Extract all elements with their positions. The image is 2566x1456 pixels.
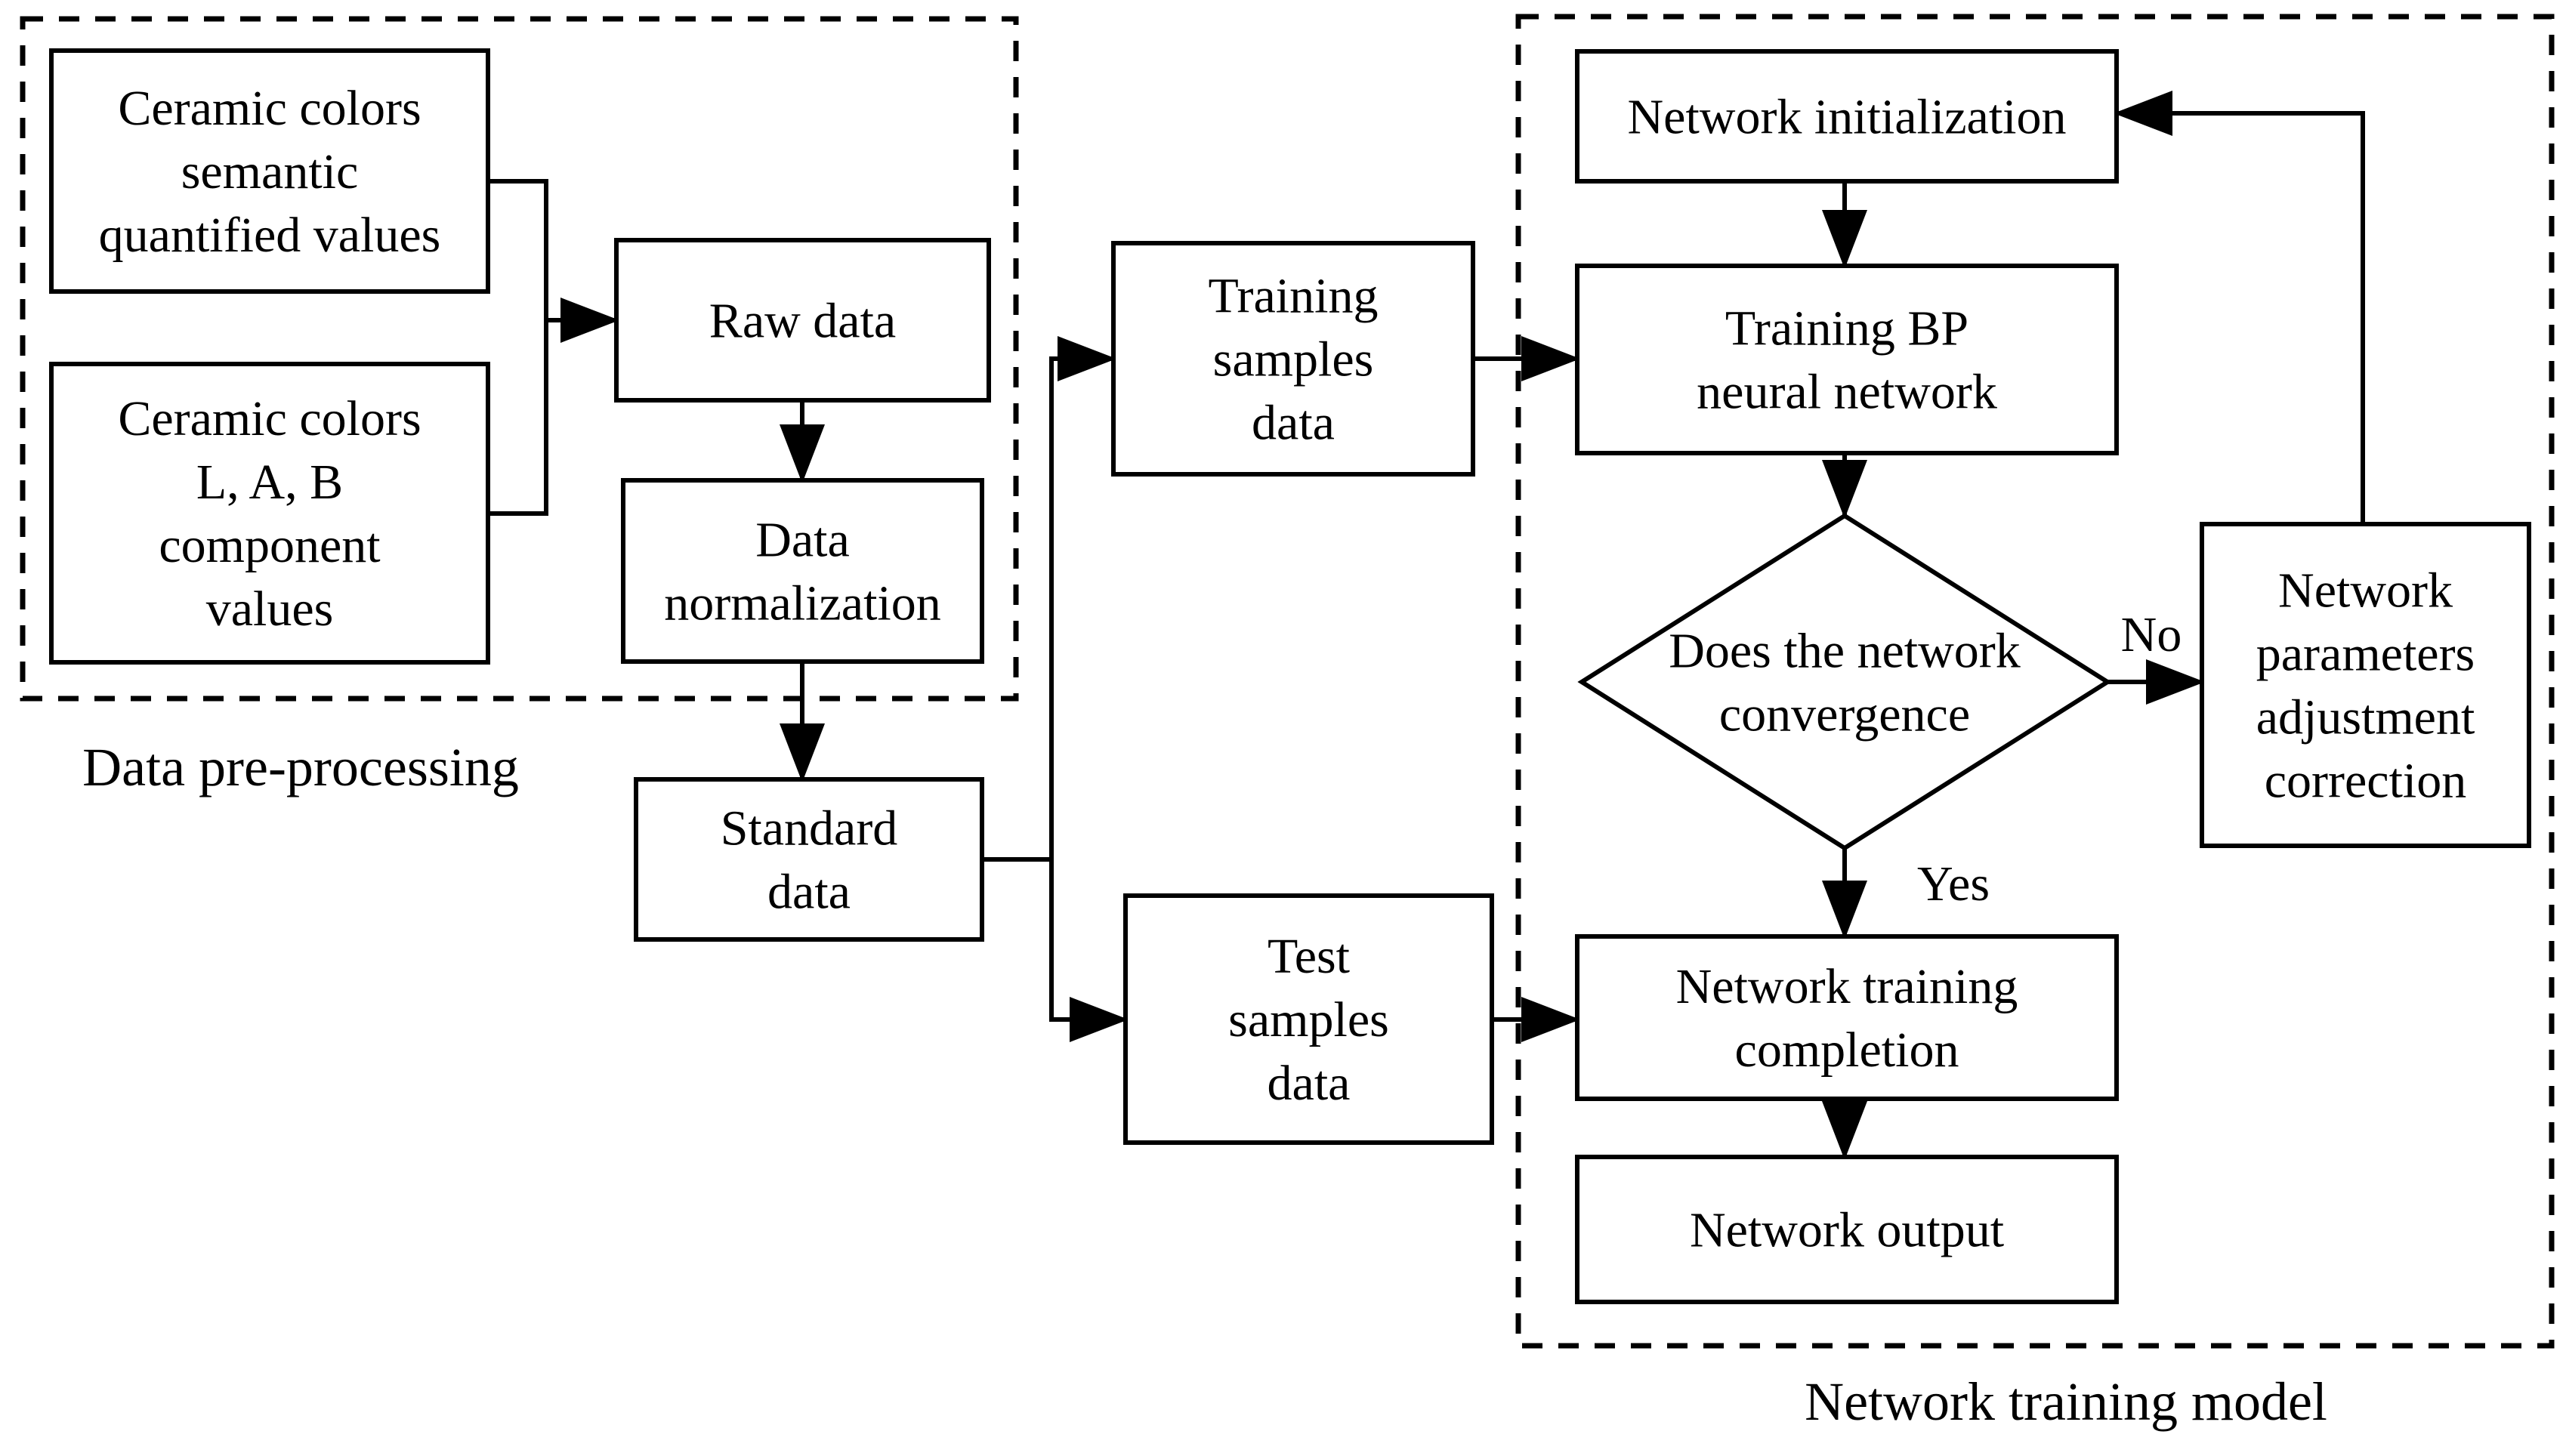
node-complete-shape xyxy=(1575,934,2119,1101)
node-bp: Training BP neural network xyxy=(1575,264,2119,455)
node-test: Test samples data xyxy=(1123,893,1494,1145)
node-lab-shape xyxy=(49,362,490,665)
node-train-line-2: data xyxy=(1252,395,1335,450)
node-init: Network initialization xyxy=(1575,49,2119,184)
node-conv-line-1: convergence xyxy=(1719,686,1970,742)
branch-label-no: No xyxy=(2121,607,2182,662)
container-pre: Data pre-processing xyxy=(20,16,1019,797)
node-raw-shape xyxy=(614,238,991,403)
node-complete: Network training completion xyxy=(1575,934,2119,1101)
edge-bracket-inputs xyxy=(488,179,548,516)
node-lab-line-3: values xyxy=(206,581,334,637)
node-norm-shape xyxy=(621,478,984,664)
node-norm: Data normalization xyxy=(621,478,984,664)
node-test-shape xyxy=(1123,893,1494,1145)
node-params-shape xyxy=(2200,522,2531,848)
node-semantic: Ceramic colors semantic quantified values xyxy=(49,48,490,294)
edge-params-feedback xyxy=(2114,91,2365,524)
edge-split-to-train xyxy=(1049,336,1116,859)
node-std: Standard data xyxy=(634,777,984,942)
node-lab-line-2: component xyxy=(159,518,380,573)
node-std-line-0: Standard xyxy=(721,800,898,856)
node-params: Network parameters adjustment correction xyxy=(2200,522,2531,848)
node-semantic-shape xyxy=(49,48,490,294)
node-out: Network output xyxy=(1575,1155,2119,1304)
node-bp-line-1: neural network xyxy=(1697,364,1997,419)
container-net-caption: Network training model xyxy=(1805,1371,2327,1432)
node-train: Training samples data xyxy=(1111,241,1475,477)
branch-label-yes: Yes xyxy=(1917,856,1990,912)
node-lab-line-1: L, A, B xyxy=(196,455,343,510)
node-params-line-2: adjustment xyxy=(2256,689,2475,745)
node-semantic-line-0: Ceramic colors xyxy=(118,81,421,136)
node-lab: Ceramic colors L, A, B component values xyxy=(49,362,490,665)
node-semantic-line-1: semantic xyxy=(181,144,359,199)
container-pre-caption: Data pre-processing xyxy=(82,737,519,797)
node-norm-line-0: Data xyxy=(755,512,850,567)
container-net: Network training model xyxy=(1515,14,2555,1432)
node-complete-line-0: Network training xyxy=(1676,959,2018,1014)
node-std-shape xyxy=(634,777,984,942)
node-conv-shape xyxy=(1577,513,2112,851)
node-norm-line-1: normalization xyxy=(664,575,941,631)
edge-split-to-test xyxy=(1049,859,1129,1042)
node-raw: Raw data xyxy=(614,238,991,403)
node-conv-line-0: Does the network xyxy=(1669,623,2021,678)
node-test-line-1: samples xyxy=(1228,992,1389,1047)
node-complete-line-1: completion xyxy=(1735,1023,1959,1078)
node-params-line-1: parameters xyxy=(2256,626,2475,681)
node-params-line-0: Network xyxy=(2278,563,2453,618)
node-semantic-line-2: quantified values xyxy=(99,208,441,263)
node-std-line-1: data xyxy=(767,864,851,919)
node-init-line-0: Network initialization xyxy=(1627,89,2066,144)
node-bp-shape xyxy=(1575,264,2119,455)
node-test-line-2: data xyxy=(1268,1056,1351,1111)
node-out-shape xyxy=(1575,1155,2119,1304)
node-train-line-0: Training xyxy=(1209,268,1379,323)
node-bp-line-0: Training BP xyxy=(1725,301,1969,356)
node-conv: Does the network convergence xyxy=(1577,513,2112,851)
node-test-line-0: Test xyxy=(1268,929,1350,984)
node-train-line-1: samples xyxy=(1213,332,1374,387)
node-out-line-0: Network output xyxy=(1690,1202,2004,1257)
container-net-border xyxy=(1515,14,2555,1349)
node-raw-line-0: Raw data xyxy=(709,293,896,348)
node-train-shape xyxy=(1111,241,1475,477)
node-lab-line-0: Ceramic colors xyxy=(118,391,421,446)
node-params-line-3: correction xyxy=(2265,753,2467,808)
node-init-shape xyxy=(1575,49,2119,184)
